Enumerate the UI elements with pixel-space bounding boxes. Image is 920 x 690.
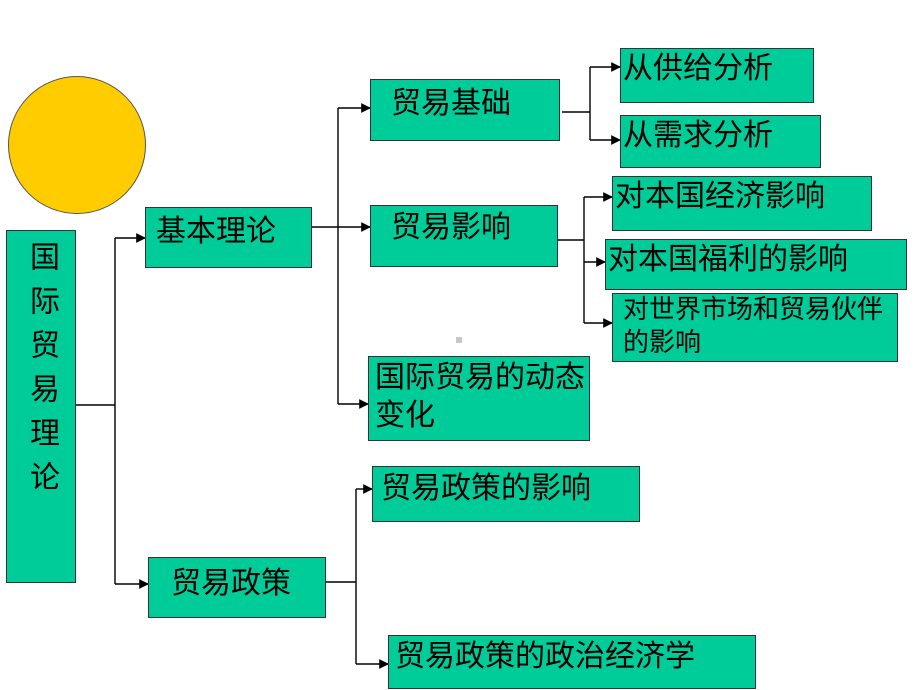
decorative-circle <box>8 76 146 214</box>
node-dynamic-change-label: 国际贸易的动态变化 <box>375 360 585 433</box>
node-policy-impact-label: 贸易政策的影响 <box>381 471 591 506</box>
node-demand-analysis-label: 从需求分析 <box>623 118 773 153</box>
node-basic-theory-label: 基本理论 <box>156 214 276 249</box>
node-policy-impact: 贸易政策的影响 <box>372 466 640 522</box>
decorative-dot <box>456 337 462 343</box>
node-political-economy-label: 贸易政策的政治经济学 <box>395 639 695 674</box>
node-trade-impact-label: 贸易影响 <box>391 210 511 245</box>
node-domestic-welfare: 对本国福利的影响 <box>605 239 907 290</box>
node-world-market: 对世界市场和贸易伙伴的影响 <box>612 293 898 362</box>
node-political-economy: 贸易政策的政治经济学 <box>388 635 756 689</box>
node-domestic-welfare-label: 对本国福利的影响 <box>608 242 848 277</box>
node-dynamic-change: 国际贸易的动态变化 <box>368 356 590 441</box>
node-world-market-label: 对世界市场和贸易伙伴的影响 <box>623 295 884 358</box>
node-trade-policy: 贸易政策 <box>148 557 326 618</box>
node-basic-theory: 基本理论 <box>145 207 312 268</box>
root-label: 国际贸易理论 <box>24 241 59 505</box>
node-supply-analysis-label: 从供给分析 <box>623 51 773 86</box>
node-domestic-economy-label: 对本国经济影响 <box>615 179 825 214</box>
node-trade-policy-label: 贸易政策 <box>171 566 291 601</box>
node-trade-impact: 贸易影响 <box>370 205 558 267</box>
node-trade-basis: 贸易基础 <box>370 79 560 141</box>
node-supply-analysis: 从供给分析 <box>620 48 814 103</box>
node-demand-analysis: 从需求分析 <box>620 115 821 168</box>
root-node: 国际贸易理论 <box>6 230 76 583</box>
node-domestic-economy: 对本国经济影响 <box>612 176 872 231</box>
node-trade-basis-label: 贸易基础 <box>391 86 511 121</box>
